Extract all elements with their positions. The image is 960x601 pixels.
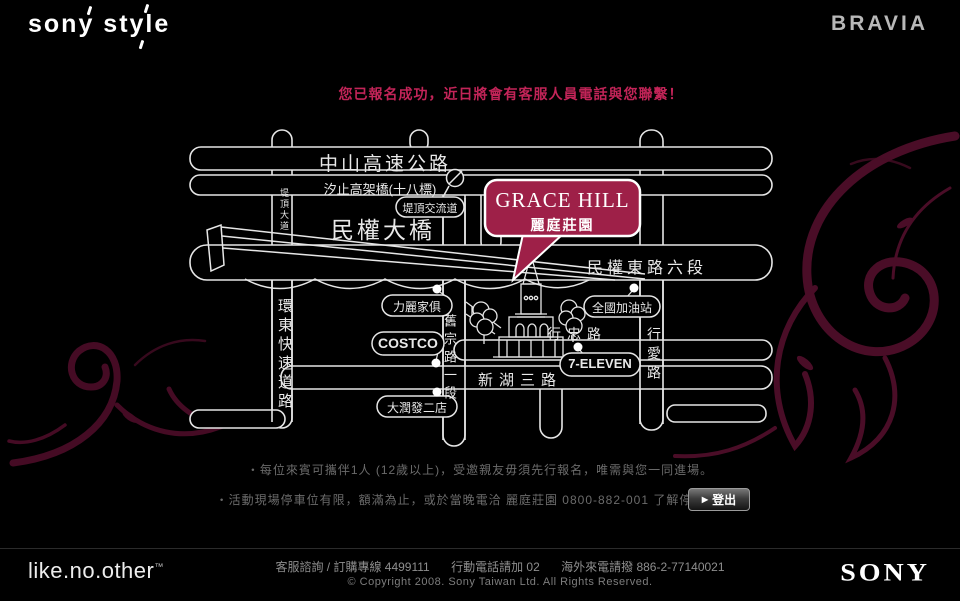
sony-logo: SONY [840,558,930,587]
logout-button[interactable]: ▶ 登出 [688,488,750,511]
footer-contact-block: 客服諮詢 / 訂購專線 4499111 行動電話請加 02 海外來電請撥 886… [245,560,755,590]
footer-contact-line: 客服諮詢 / 訂購專線 4499111 行動電話請加 02 海外來電請撥 886… [245,560,755,575]
map-graphics [189,129,773,447]
registration-success-message: 您已報名成功，近日將會有客服人員電話與您聯繫！ [338,86,684,102]
venue-name-zh: 麗庭莊園 [530,217,595,233]
like-no-other-slogan: like.no.other™ [28,558,164,584]
footer-divider [0,548,960,549]
landmark-label-gas-station: 全國加油站 [591,301,652,315]
notice-parking-info: ・活動現場停車位有限，額滿為止，或於當晚電洽 麗庭莊園 0800-882-001… [215,493,745,507]
road-zhongshan-expressway [189,146,773,171]
landmark-label-seven-eleven: 7-ELEVEN [568,356,632,371]
road-label-tiding-blvd: 堤頂大道 [279,188,289,232]
flourish-ornament-right [673,131,960,464]
oval-gas-station [583,295,661,318]
landmark-ovals [371,196,661,418]
venue-name-en: GRACE HILL [495,188,630,212]
road-label-xingai-rd: 行愛路 [646,327,662,384]
location-dots [431,283,639,397]
flourish-ornament-left [7,338,228,467]
road-label-xinhu-rd: 新湖三路 [478,372,563,389]
road-label-minquan-bridge: 民權大橋 [331,217,435,243]
play-arrow-icon: ▶ [701,494,709,504]
oval-costco [371,331,445,356]
venue-bubble-shape [483,178,642,283]
minquan-bridge-drawing [206,223,646,290]
oval-tiding-interchange [395,196,465,218]
logo-accent-icon [138,39,144,50]
venue-map: 中山高速公路 汐止高架橋(十八標) 堤頂交流道 堤頂大道 民權大橋 民權東路六段… [185,122,780,452]
road-label-jiuzong-rd: 舊宗路一段 [442,314,457,404]
sony-style-logo: sony style [28,3,171,50]
landmark-label-lili-furniture: 力麗家俱 [392,300,441,314]
road-label-huandong-expressway: 環東快速道路 [276,298,293,412]
overseas-hotline: 海外來電請撥 886-2-77140021 [561,560,725,574]
bravia-logo: BRAVIA [831,12,928,35]
landmark-label-costco: COSTCO [378,335,438,351]
label-tiding-interchange: 堤頂交流道 [402,203,458,215]
road-xinhu [280,365,773,390]
logout-button-label: 登出 [712,493,737,507]
mobile-dial-note: 行動電話請加 02 [451,560,540,574]
road-label-xizhi-viaduct: 汐止高架橋(十八標) [323,182,437,197]
road-bottom-left-stub [189,409,286,429]
venue-bubble: GRACE HILL 麗庭莊園 [485,180,640,236]
oval-seven-eleven [559,352,641,377]
trademark-symbol: ™ [154,561,164,572]
road-label-zhongshan-expressway: 中山高速公路 [318,154,451,175]
slogan-text: like.no.other [28,558,155,583]
copyright-text: © Copyright 2008. Sony Taiwan Ltd. All R… [347,576,653,588]
notice-guest-policy: ・每位來賓可攜伴1人 (12歲以上)，受邀親友毋須先行報名，唯需與您一同進場。 [246,463,714,477]
landmark-label-darunfa: 大潤發二店 [386,401,447,415]
road-bottom-right-stub [666,404,767,423]
road-label-minquan-e-rd: 民權東路六段 [587,260,708,277]
service-hotline: 客服諮詢 / 訂購專線 4499111 [275,560,430,574]
interchange-icon [442,168,465,198]
sony-style-logo-text: sony style [28,10,171,38]
road-label-xingzhong-rd: 行忠路 [547,326,607,342]
oval-darunfa [376,395,458,418]
tree-icons [469,299,586,344]
oval-lili-furniture [381,294,453,317]
